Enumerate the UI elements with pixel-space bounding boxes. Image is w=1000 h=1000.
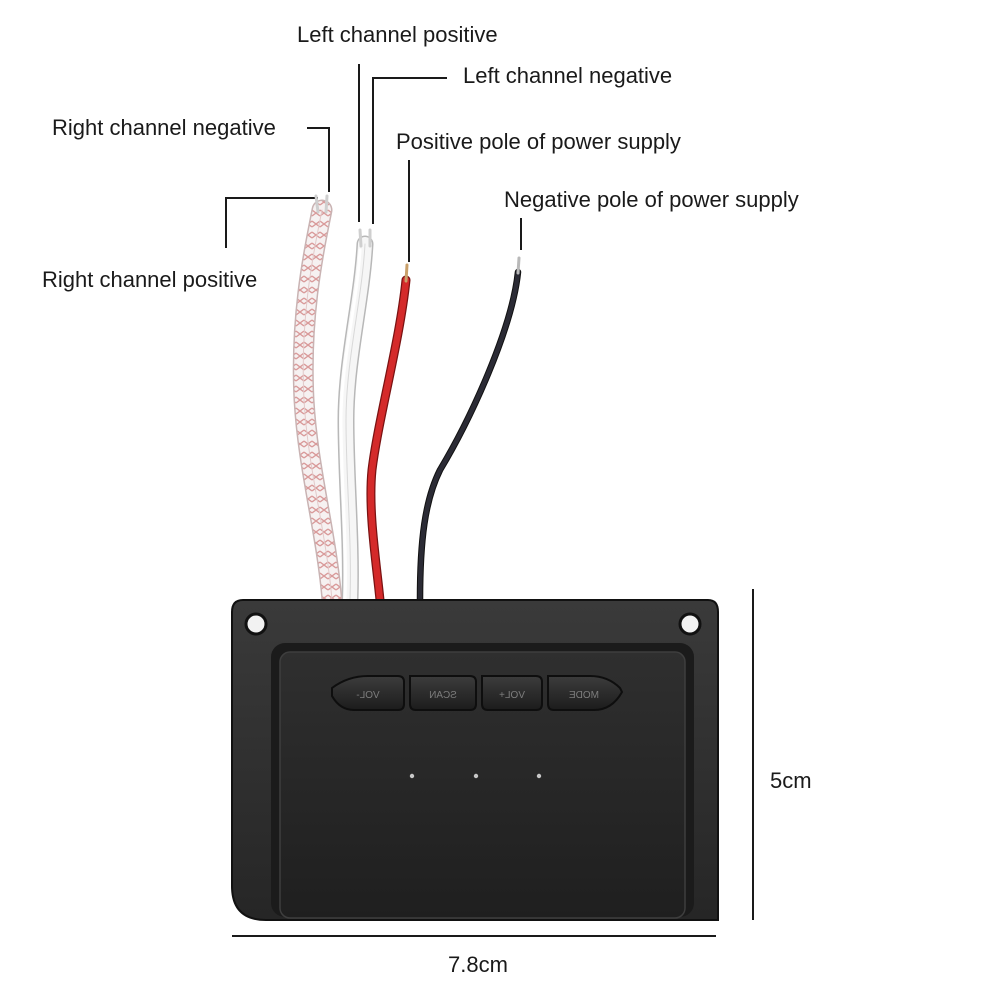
button-scan[interactable] (409, 675, 477, 711)
button-label-vol-plus: VOL+ (499, 690, 525, 701)
indicator-dot-1 (409, 773, 415, 779)
leader-right-channel-negative (307, 127, 330, 192)
label-positive-pole-power: Positive pole of power supply (396, 129, 681, 154)
wire-right-channel-divider (302, 209, 333, 601)
label-negative-pole-power: Negative pole of power supply (504, 187, 799, 212)
label-left-channel-positive: Left channel positive (297, 22, 498, 47)
wire-right-tip-1 (314, 194, 320, 214)
label-right-channel-negative: Right channel negative (52, 115, 276, 140)
wire-negative-power-tip (516, 256, 521, 275)
label-left-channel-negative: Left channel negative (463, 63, 673, 88)
mounting-hole-right (678, 612, 702, 636)
button-vol-minus[interactable] (331, 675, 405, 711)
leader-right-channel-positive (225, 197, 318, 248)
button-label-mode: MODE (569, 690, 599, 701)
wires (292, 194, 522, 611)
module-front-panel (279, 651, 686, 919)
button-label-scan: SCAN (429, 690, 457, 701)
dimension-width-label: 7.8cm (448, 952, 508, 977)
wire-negative-power (417, 269, 521, 603)
leader-lines (225, 64, 522, 262)
button-vol-plus[interactable] (481, 675, 543, 711)
wire-positive-power-tip (404, 263, 409, 283)
dimension-height-label: 5cm (770, 768, 812, 793)
wire-positive-power (367, 276, 410, 604)
mounting-hole-left (244, 612, 268, 636)
button-label-vol-minus: VOL- (356, 690, 379, 701)
control-buttons: VOL- SCAN VOL+ MODE (331, 675, 624, 711)
indicator-dot-3 (536, 773, 542, 779)
wire-left-channel-divider (345, 243, 366, 601)
wire-negative-power-outline (416, 268, 522, 604)
wire-right-channel (294, 201, 341, 609)
leader-left-channel-negative (372, 77, 447, 224)
wire-left-channel-shine (339, 248, 362, 602)
audio-module-body: VOL- SCAN VOL+ MODE (231, 599, 719, 921)
indicator-dot-2 (473, 773, 479, 779)
button-mode[interactable] (547, 675, 624, 711)
wire-right-tip-2 (324, 194, 329, 214)
label-right-channel-positive: Right channel positive (42, 267, 258, 292)
wire-left-tip-1 (358, 228, 363, 248)
